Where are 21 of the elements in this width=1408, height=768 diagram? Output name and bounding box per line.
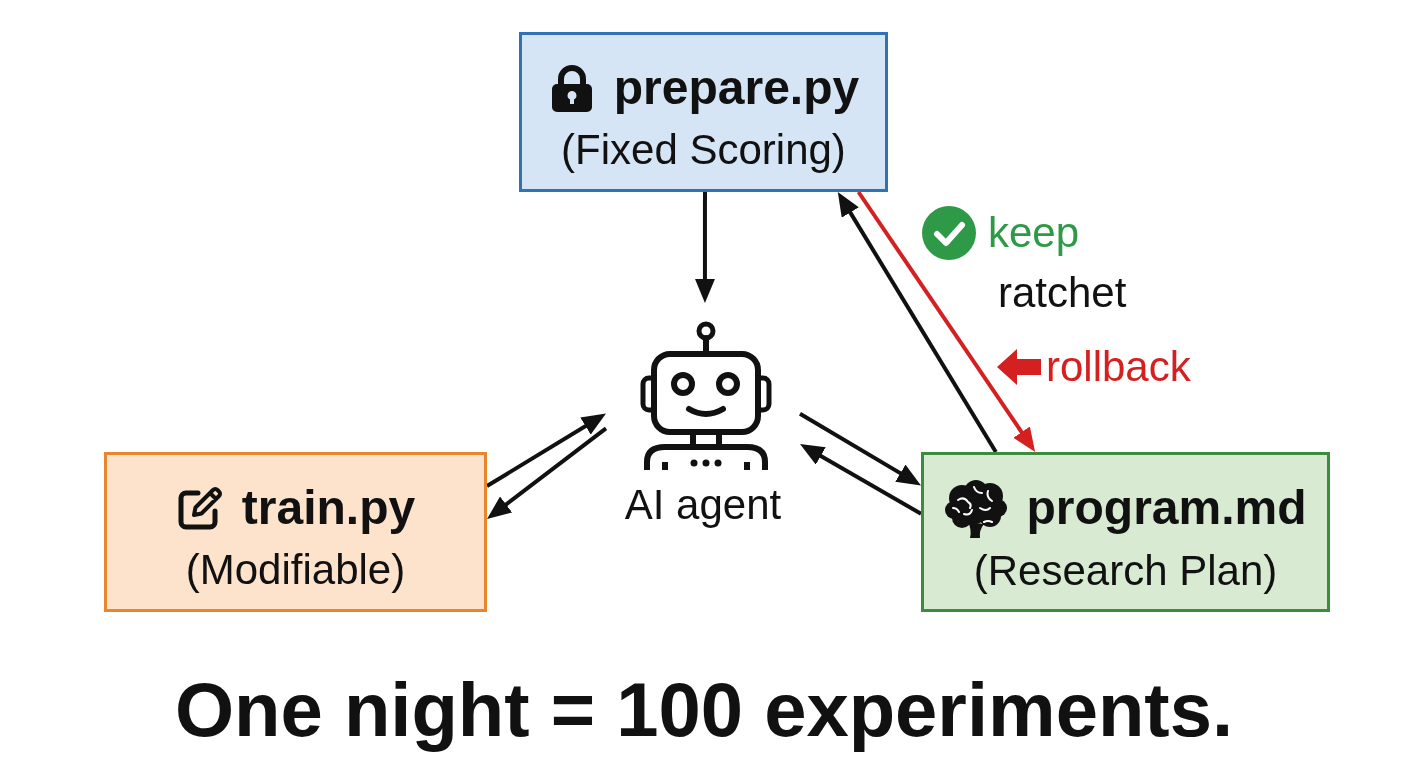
file-box [104,452,487,612]
annotation-label: rollback [1046,342,1191,392]
annotation-label: keep [988,208,1080,258]
arrow [694,192,715,303]
file-box [921,452,1330,612]
arrow [800,443,922,516]
annotation-label: ratchet [998,268,1127,318]
arrow [799,412,921,486]
file-box [519,32,888,192]
file-name: prepare.py [613,60,860,116]
caption: One night = 100 experiments. [175,666,1233,754]
agent-label: AI agent [624,480,782,530]
file-name: program.md [1026,480,1307,536]
file-description: (Research Plan) [973,545,1278,596]
file-name: train.py [241,480,416,536]
arrow [837,192,998,454]
file-description: (Fixed Scoring) [561,124,846,175]
file-description: (Modifiable) [185,544,406,595]
arrow [487,426,608,520]
arrow [485,413,606,488]
arrow [856,190,1036,452]
